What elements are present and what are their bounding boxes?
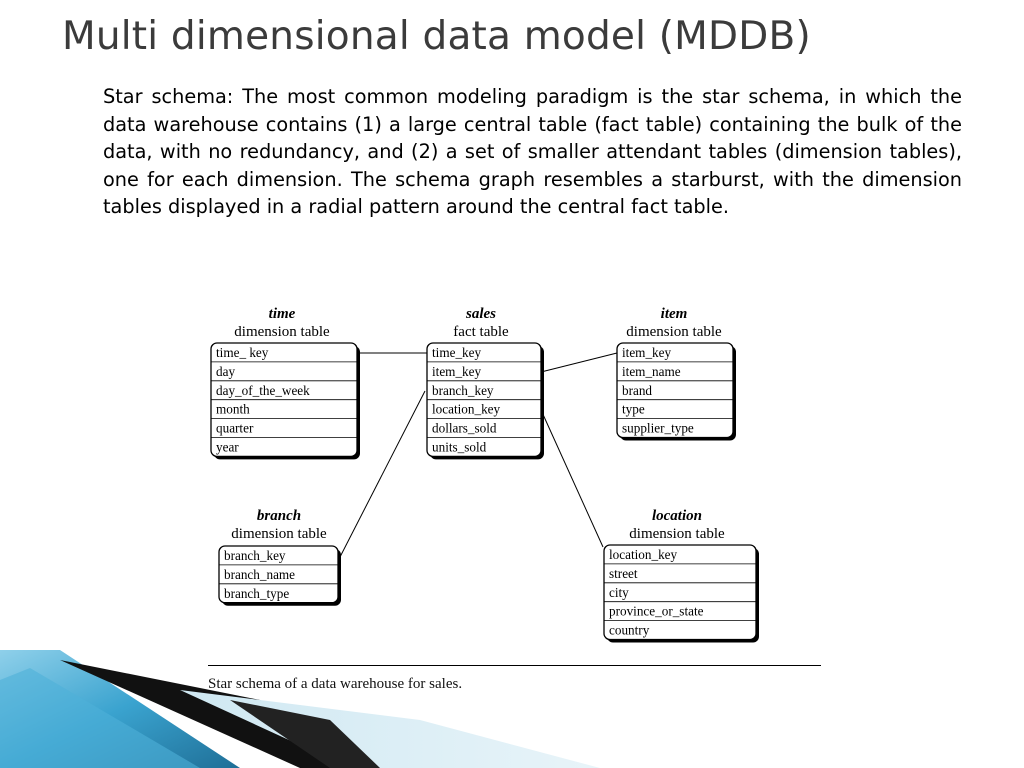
table-subtitle: dimension table <box>626 324 722 340</box>
field-time-1: day <box>216 364 235 379</box>
field-location-0: location_key <box>609 547 678 562</box>
body-paragraph: Star schema: The most common modeling pa… <box>103 85 962 218</box>
field-item-4: supplier_type <box>622 421 694 436</box>
field-sales-3: location_key <box>432 402 501 417</box>
table-subtitle: fact table <box>453 324 509 340</box>
link-sales-item <box>540 352 618 373</box>
table-name: time <box>269 306 296 322</box>
field-time-2: day_of_the_week <box>216 383 310 398</box>
table-sales: sales fact table time_key item_key branch_ke… <box>426 306 544 460</box>
field-sales-4: dollars_sold <box>432 421 497 436</box>
field-location-3: province_or_state <box>609 604 704 619</box>
field-sales-5: units_sold <box>432 440 487 455</box>
table-box <box>603 544 757 641</box>
table-subtitle: dimension table <box>231 526 327 542</box>
field-branch-0: branch_key <box>224 548 286 563</box>
table-box <box>218 545 339 604</box>
field-sales-2: branch_key <box>432 383 494 398</box>
table-name: item <box>661 306 688 322</box>
table-name: branch <box>257 508 301 524</box>
table-name: sales <box>465 306 496 322</box>
link-sales-branch <box>339 390 426 558</box>
field-item-0: item_key <box>622 345 671 360</box>
field-sales-1: item_key <box>432 364 481 379</box>
field-location-2: city <box>609 585 629 600</box>
table-name: location <box>652 508 702 524</box>
table-branch: branch dimension table branch_key branch_na… <box>218 508 341 606</box>
field-time-3: month <box>216 402 250 417</box>
field-item-3: type <box>622 402 645 417</box>
decorative-swoosh <box>0 650 600 768</box>
table-item: item dimension table item_key item_namebran… <box>616 306 736 441</box>
caption-rule <box>208 665 821 666</box>
field-item-2: brand <box>622 383 652 398</box>
table-subtitle: dimension table <box>234 324 330 340</box>
field-location-4: country <box>609 623 650 638</box>
table-time: time dimension table time_ key day day_of_th… <box>210 306 360 460</box>
field-sales-0: time_key <box>432 345 481 360</box>
connector-lines <box>339 352 618 558</box>
table-location: location dimension table location_keystree… <box>603 508 759 643</box>
diagram-caption: Star schema of a data warehouse for sale… <box>208 676 463 692</box>
field-time-0: time_ key <box>216 345 269 360</box>
slide-title: Multi dimensional data model (MDDB) <box>62 14 811 59</box>
field-location-1: street <box>609 566 638 581</box>
field-branch-1: branch_name <box>224 567 295 582</box>
field-time-5: year <box>216 440 239 455</box>
table-subtitle: dimension table <box>629 526 725 542</box>
field-time-4: quarter <box>216 421 254 436</box>
field-branch-2: branch_type <box>224 586 289 601</box>
table-box <box>616 342 734 439</box>
field-item-1: item_name <box>622 364 681 379</box>
link-sales-location <box>540 409 604 548</box>
